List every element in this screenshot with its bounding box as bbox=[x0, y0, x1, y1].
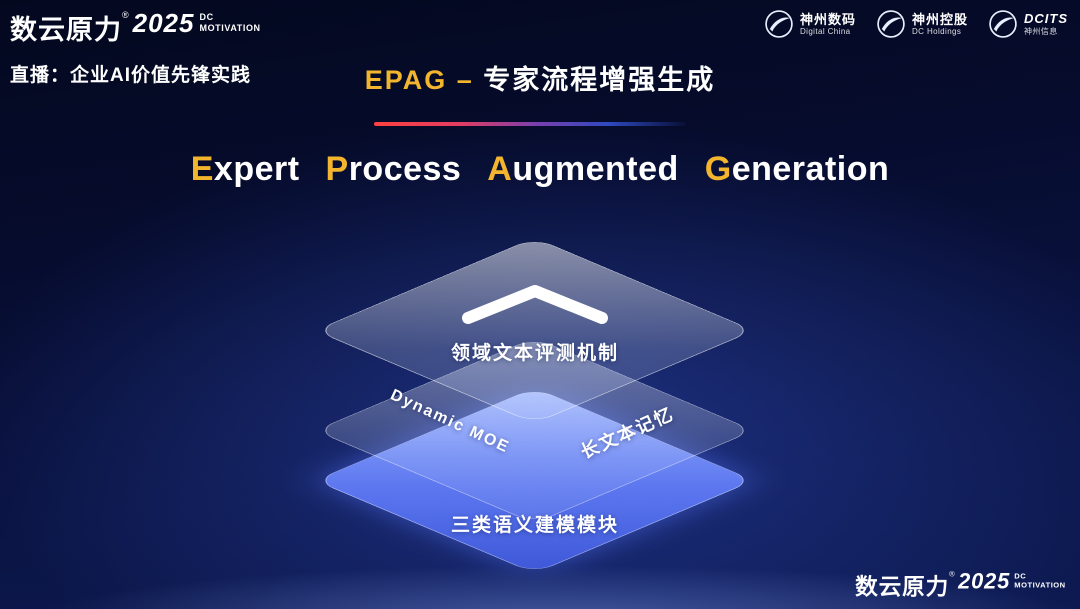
layer-stack-diagram: 领域文本评测机制 Dynamic MOE 长文本记忆 三类语义建模模块 bbox=[314, 237, 755, 577]
main-title-word: Process bbox=[326, 150, 462, 189]
partner-logo-dc-holdings: 神州控股 DC Holdings bbox=[876, 9, 968, 39]
word-initial: E bbox=[190, 150, 214, 188]
registered-mark: ® bbox=[949, 569, 956, 579]
partner-logo-digital-china: 神州数码 Digital China bbox=[764, 9, 856, 39]
brand-year: 2025 bbox=[132, 8, 195, 38]
word-rest: eneration bbox=[731, 150, 890, 188]
brand-logo-top-left: 数云原力 ® 2025 DC MOTIVATION bbox=[10, 8, 261, 47]
main-title-word: Generation bbox=[705, 150, 890, 189]
main-title: Expert Process Augmented Generation bbox=[0, 150, 1080, 189]
partner-logos: 神州数码 Digital China 神州控股 DC Holdings DCIT… bbox=[764, 9, 1068, 39]
swoosh-logo-icon bbox=[765, 10, 793, 38]
partner-name: DCITS bbox=[1024, 10, 1068, 26]
brand-tagline-line1: DC bbox=[199, 12, 214, 22]
main-title-word: Expert bbox=[191, 150, 300, 189]
partner-subtitle: 神州信息 bbox=[1024, 27, 1058, 37]
partner-name: 神州数码 bbox=[799, 11, 856, 27]
brand-tagline-line2: MOTIVATION bbox=[199, 22, 261, 33]
partner-text: 神州数码 Digital China bbox=[800, 12, 856, 37]
slide-title: EPAG – 专家流程增强生成 bbox=[0, 58, 1080, 97]
brand-tagline: DC MOTIVATION bbox=[199, 12, 260, 34]
chevron-up-icon bbox=[462, 285, 608, 324]
word-rest: ugmented bbox=[512, 150, 679, 188]
swoosh-logo-icon bbox=[877, 10, 905, 38]
brand-year: 2025 bbox=[958, 568, 1011, 594]
diagram-layer-top bbox=[314, 237, 755, 424]
word-initial: P bbox=[325, 150, 349, 188]
swoosh-logo-icon bbox=[989, 10, 1017, 38]
gradient-divider-line bbox=[374, 122, 686, 126]
slide-title-en: EPAG – bbox=[364, 65, 484, 95]
brand-tagline-line2: MOTIVATION bbox=[1014, 580, 1066, 590]
word-rest: rocess bbox=[348, 150, 462, 188]
partner-logo-dcits: DCITS 神州信息 bbox=[988, 9, 1068, 39]
brand-tagline: DC MOTIVATION bbox=[1015, 572, 1066, 590]
word-initial: G bbox=[704, 150, 732, 188]
brand-name: 数云原力 bbox=[10, 15, 122, 45]
partner-text: DCITS 神州信息 bbox=[1024, 11, 1068, 38]
word-rest: xpert bbox=[213, 150, 300, 188]
partner-subtitle: Digital China bbox=[799, 27, 851, 37]
partner-name: 神州控股 bbox=[911, 11, 968, 27]
brand-logo-bottom-right: 数云原力 ® 2025 DC MOTIVATION bbox=[855, 568, 1066, 601]
partner-text: 神州控股 DC Holdings bbox=[912, 12, 968, 37]
main-title-word: Augmented bbox=[487, 150, 679, 189]
slide-title-cn: 专家流程增强生成 bbox=[483, 65, 716, 95]
brand-name: 数云原力 bbox=[855, 574, 950, 600]
partner-subtitle: DC Holdings bbox=[911, 27, 962, 37]
live-stream-label: 直播：企业AI价值先锋实践 bbox=[10, 65, 252, 86]
registered-mark: ® bbox=[122, 10, 129, 20]
brand-tagline-line1: DC bbox=[1014, 571, 1027, 580]
bottom-layer-label: 三类语义建模模块 bbox=[450, 515, 619, 536]
word-initial: A bbox=[487, 150, 513, 188]
top-layer-label: 领域文本评测机制 bbox=[450, 343, 619, 364]
